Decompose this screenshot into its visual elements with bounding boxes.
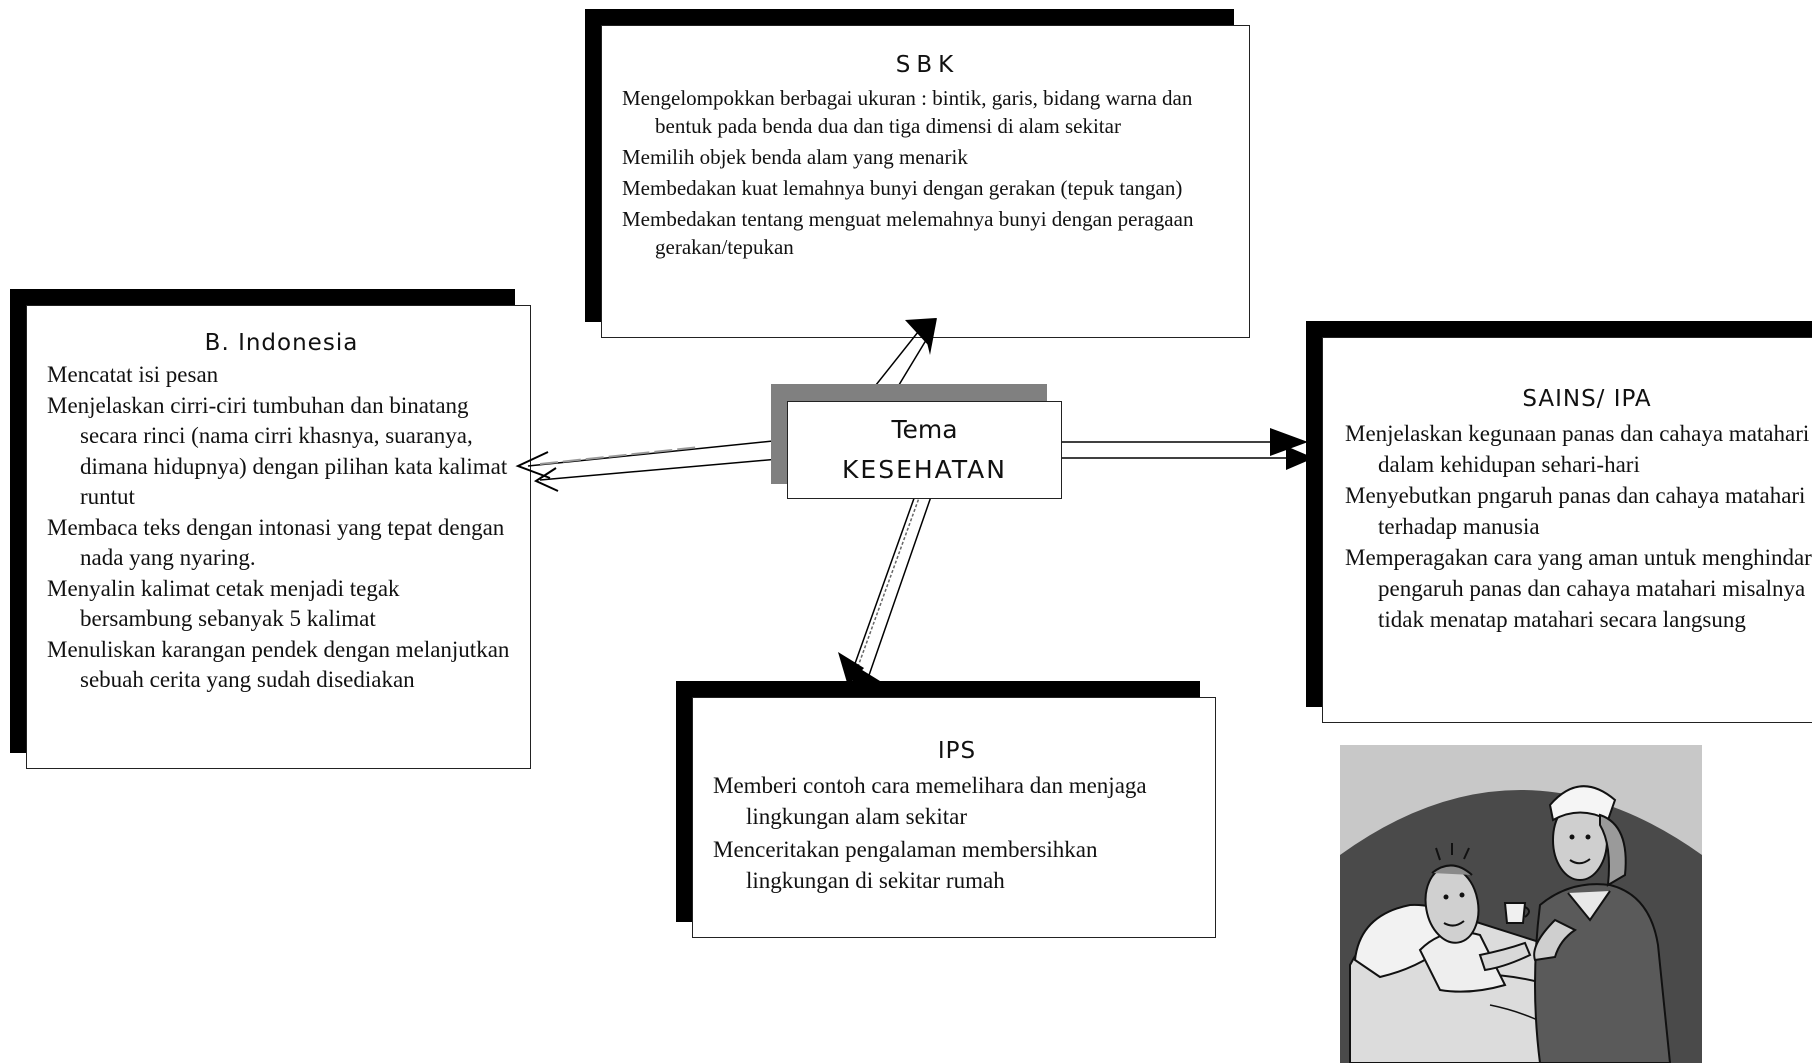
sbk-item: Membedakan tentang menguat melemahnya bu…: [622, 207, 1194, 259]
bindo-item: Menyalin kalimat cetak menjadi tegak ber…: [47, 575, 400, 632]
sains-list: Menjelaskan kegunaan panas dan cahaya ma…: [1345, 418, 1812, 635]
center-theme-line2: KESEHATAN: [842, 455, 1007, 484]
center-theme-line1: Tema: [891, 415, 958, 444]
bindo-box: B. Indonesia Mencatat isi pesan Menjelas…: [26, 305, 531, 769]
arrow-to-bindo: [515, 440, 791, 492]
ips-item: Menceritakan pengalaman membersihkan lin…: [713, 837, 1098, 893]
sains-item: Menyebutkan pngaruh panas dan cahaya mat…: [1345, 483, 1806, 539]
sains-item: Menjelaskan kegunaan panas dan cahaya ma…: [1345, 421, 1810, 477]
sains-item: Memperagakan cara yang aman untuk menghi…: [1345, 545, 1812, 632]
sains-box: SAINS/ IPA Menjelaskan kegunaan panas da…: [1322, 337, 1812, 723]
sbk-item: Memilih objek benda alam yang menarik: [622, 145, 968, 169]
bindo-item: Menjelaskan cirri-ciri tumbuhan dan bina…: [47, 392, 508, 510]
sbk-title: SBK: [895, 52, 960, 78]
bindo-list: Mencatat isi pesan Menjelaskan cirri-cir…: [47, 360, 516, 696]
ips-list: Memberi contoh cara memelihara dan menja…: [713, 770, 1201, 896]
center-theme-box: Tema KESEHATAN: [787, 401, 1062, 499]
sains-title: SAINS/ IPA: [1522, 386, 1652, 412]
nurse-patient-illustration: [1340, 745, 1702, 1063]
sbk-list: Mengelompokkan berbagai ukuran : bintik,…: [622, 84, 1233, 261]
ips-box: IPS Memberi contoh cara memelihara dan m…: [692, 697, 1216, 938]
bindo-item: Membaca teks dengan intonasi yang tepat …: [47, 514, 505, 571]
sbk-item: Membedakan kuat lemahnya bunyi dengan ge…: [622, 176, 1183, 200]
bindo-item: Menuliskan karangan pendek dengan melanj…: [47, 636, 510, 693]
ips-title: IPS: [937, 738, 977, 764]
ips-item: Memberi contoh cara memelihara dan menja…: [713, 773, 1147, 829]
sbk-item: Mengelompokkan berbagai ukuran : bintik,…: [622, 86, 1193, 138]
bindo-item: Mencatat isi pesan: [47, 362, 219, 387]
sbk-box: SBK Mengelompokkan berbagai ukuran : bin…: [601, 25, 1250, 338]
bindo-title: B. Indonesia: [204, 330, 359, 356]
arrow-to-sains: [1037, 428, 1314, 470]
